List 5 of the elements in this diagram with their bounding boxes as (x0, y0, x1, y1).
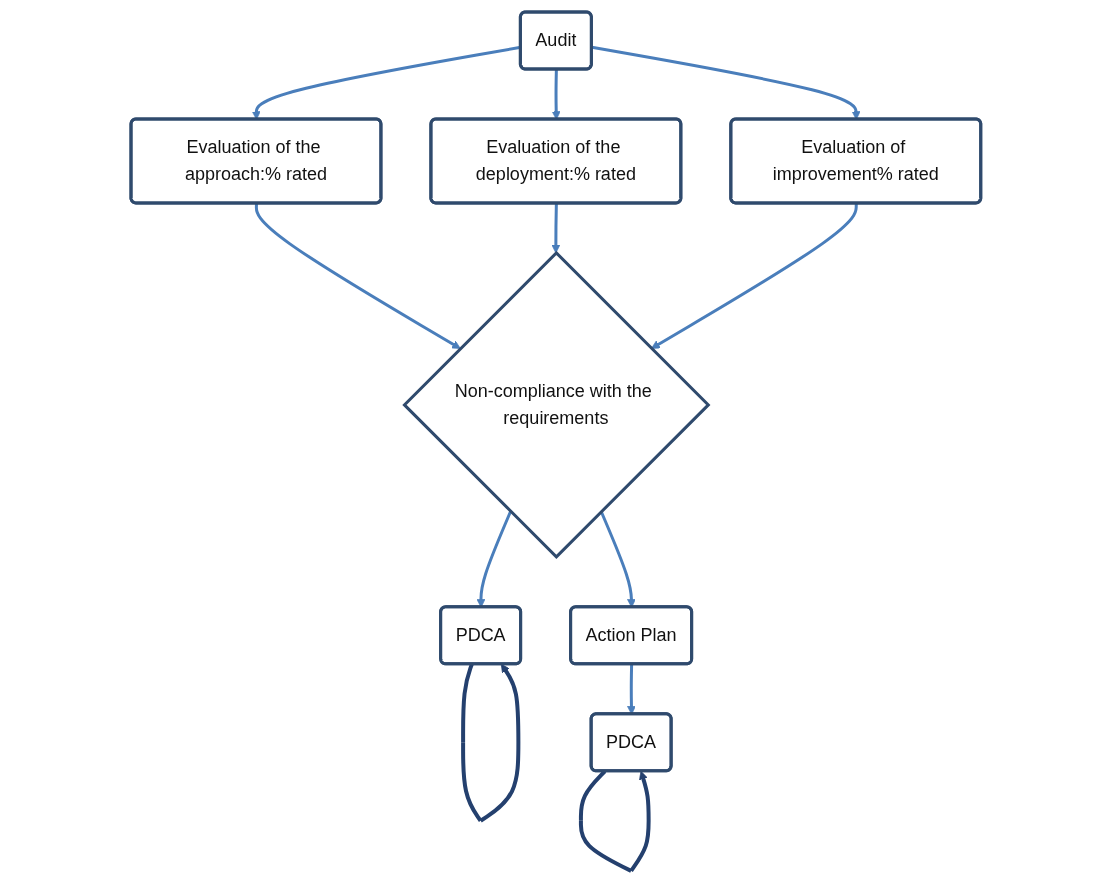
node-diamond: Non-compliance with the requirements (402, 250, 711, 559)
arrow (551, 203, 561, 254)
arrow (461, 663, 521, 823)
arrow (651, 203, 858, 349)
arrow (255, 203, 461, 349)
